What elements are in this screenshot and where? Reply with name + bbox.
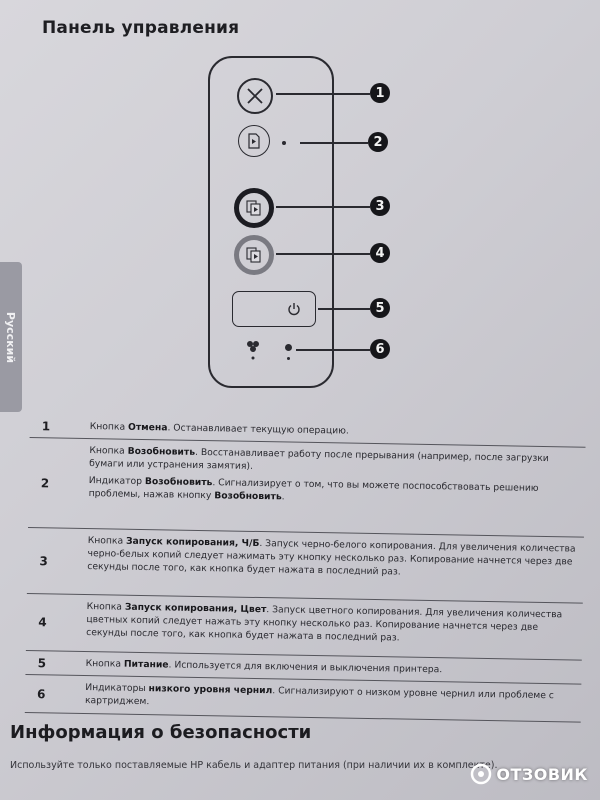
ink-black-indicator-dot: [287, 357, 290, 360]
ink-black-indicator: [285, 344, 292, 351]
row-number: 4: [38, 615, 47, 630]
leader-line-6: [296, 349, 370, 351]
row-description: Кнопка Возобновить. Восстанавливает рабо…: [88, 445, 549, 503]
callout-6: 6: [370, 339, 390, 359]
power-button-illustration: [232, 291, 316, 327]
copy-color-icon: [246, 247, 261, 263]
watermark-text: ОТЗОВИК: [496, 764, 588, 784]
table-row: 2 Кнопка Возобновить. Восстанавливает ра…: [28, 437, 586, 538]
resume-indicator-led: [282, 141, 286, 145]
controls-table: 1 Кнопка Отмена. Останавливает текущую о…: [24, 414, 586, 723]
table-row: 3 Кнопка Запуск копирования, Ч/Б. Запуск…: [26, 527, 584, 604]
copy-color-button-illustration: [234, 235, 274, 275]
callout-4: 4: [370, 243, 390, 263]
power-icon: [288, 303, 300, 316]
language-tab: Русский: [0, 262, 22, 412]
watermark: ОТЗОВИК: [470, 763, 588, 785]
row-number: 1: [41, 418, 51, 433]
language-tab-label: Русский: [4, 311, 18, 363]
leader-line-5: [318, 308, 370, 310]
callout-5: 5: [370, 298, 390, 318]
copy-bw-icon: [246, 200, 261, 216]
callout-2: 2: [368, 132, 388, 152]
callout-1: 1: [370, 83, 390, 103]
page-title: Панель управления: [42, 18, 240, 38]
leader-line-2: [300, 142, 368, 144]
row-number: 6: [36, 686, 46, 701]
safety-heading: Информация о безопасности: [10, 722, 312, 743]
row-number: 3: [39, 553, 48, 568]
row-description: Кнопка Запуск копирования, Цвет. Запуск …: [86, 601, 563, 644]
leader-line-4: [276, 253, 370, 255]
control-panel-illustration: [208, 56, 334, 388]
resume-icon: [248, 133, 260, 149]
cancel-x-icon: [247, 88, 263, 104]
row-description: Кнопка Запуск копирования, Ч/Б. Запуск ч…: [87, 535, 576, 578]
leader-line-1: [276, 93, 370, 95]
row-number: 2: [40, 475, 50, 490]
safety-text: Используйте только поставляемые HP кабел…: [10, 760, 498, 771]
watermark-logo-icon: [471, 763, 492, 785]
row-number: 5: [37, 655, 47, 670]
row-description: Индикаторы низкого уровня чернил. Сигнал…: [84, 682, 554, 708]
resume-button-illustration: [238, 125, 270, 157]
table-row: 4 Кнопка Запуск копирования, Цвет. Запус…: [25, 593, 583, 661]
callout-3: 3: [370, 196, 390, 216]
copy-bw-button-illustration: [234, 188, 274, 228]
leader-line-3: [276, 206, 370, 208]
cancel-button-illustration: [237, 78, 273, 114]
ink-indicator-icon: [247, 341, 259, 360]
